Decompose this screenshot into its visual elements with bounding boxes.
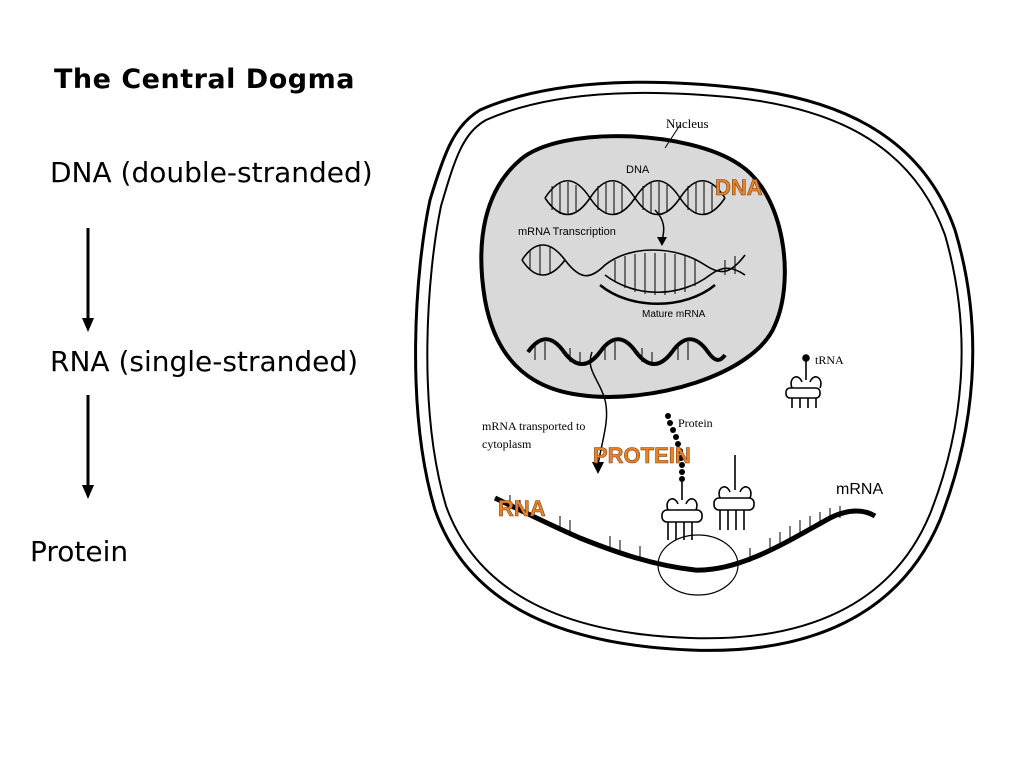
mrna-transported-label-line2: cytoplasm [482, 437, 532, 451]
flow-label-rna: RNA (single-stranded) [50, 345, 359, 378]
cell-diagram: Nucleus DNA DNA mRNA Transcription [414, 80, 975, 652]
trna-label: tRNA [815, 353, 844, 367]
transcription-bubble [521, 244, 746, 305]
trna-bound [661, 455, 755, 540]
trna-free [785, 354, 822, 408]
dna-small-label: DNA [626, 164, 650, 176]
flow-label-protein: Protein [30, 535, 129, 568]
cell-membrane-outer [414, 80, 975, 652]
down-arrow-icon [82, 395, 94, 499]
mature-mrna-strand [526, 337, 727, 366]
protein-chain [665, 413, 685, 482]
flow-label-dna: DNA (double-stranded) [50, 156, 373, 189]
rna-big-label: RNA [498, 496, 546, 521]
down-arrow-icon [82, 228, 94, 332]
mrna-transcription-label: mRNA Transcription [518, 226, 616, 238]
cytoplasm-mrna-strand [493, 495, 877, 573]
slide-title: The Central Dogma [54, 64, 355, 95]
protein-big-label: PROTEIN [593, 443, 691, 468]
mature-mrna-label: Mature mRNA [642, 309, 706, 320]
cell-membrane-inner [426, 91, 963, 640]
protein-small-label: Protein [678, 416, 713, 430]
dna-helix [544, 180, 726, 216]
mrna-transport-arrow [589, 351, 608, 466]
mrna-transported-label-line1: mRNA transported to [482, 419, 585, 433]
mrna-small-label: mRNA [836, 481, 883, 498]
dna-big-label: DNA [715, 175, 763, 200]
nucleus-pointer [664, 124, 681, 149]
nucleus [479, 134, 787, 399]
nucleus-label: Nucleus [666, 116, 709, 131]
